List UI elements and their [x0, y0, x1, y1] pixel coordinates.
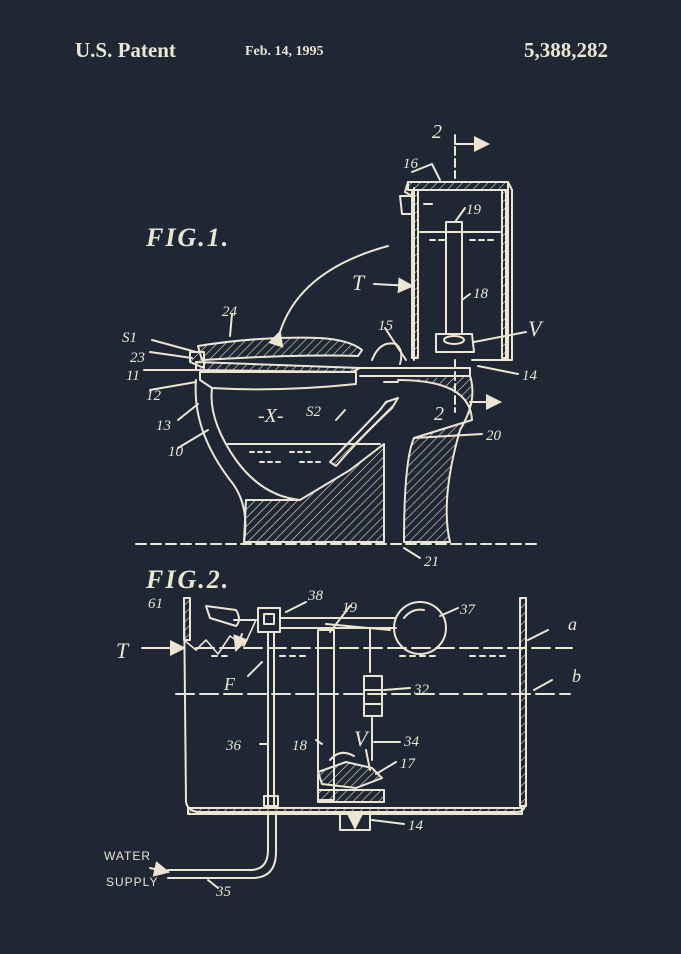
label-water: WATER [104, 849, 151, 863]
label-20: 20 [486, 428, 502, 444]
fig2-drawing [141, 597, 573, 889]
label-x: -X- [258, 405, 284, 427]
label-v-fig2: V [354, 726, 370, 751]
seat-lid [197, 336, 363, 361]
label-f: F [223, 674, 236, 694]
label-24: 24 [222, 304, 238, 320]
section-mark-bottom: 2 [434, 403, 444, 425]
pedestal [243, 443, 385, 543]
label-32: 32 [413, 682, 430, 698]
patent-number: 5,388,282 [524, 38, 608, 62]
label-s1: S1 [122, 330, 137, 346]
ballcock-valve [257, 607, 281, 633]
label-34: 34 [403, 734, 420, 750]
figure-1-title: FIG.1. [145, 223, 230, 252]
label-14-fig2: 14 [408, 818, 424, 834]
label-12: 12 [146, 388, 162, 404]
label-t-fig2: T [116, 638, 130, 663]
fig2-labels: FIG.2. 61 38 19 37 a T F 32 b 36 18 V 34… [104, 565, 581, 900]
label-38: 38 [307, 588, 324, 604]
float-ball [393, 601, 447, 655]
fig1-drawing [135, 134, 541, 559]
label-10: 10 [168, 444, 184, 460]
label-35: 35 [215, 884, 232, 900]
fig1-labels: FIG.1. 2 16 19 18 T V 24 S1 23 11 12 13 … [122, 121, 544, 570]
patent-date: Feb. 14, 1995 [245, 44, 324, 59]
label-16: 16 [403, 156, 419, 172]
patent-header-title: U.S. Patent [75, 38, 176, 62]
label-17: 17 [400, 756, 417, 772]
label-v-fig1: V [528, 316, 544, 341]
figure-2-title: FIG.2. [145, 565, 230, 594]
chain-device [363, 675, 383, 717]
label-11: 11 [126, 368, 140, 384]
label-37: 37 [459, 602, 477, 618]
label-14-fig1: 14 [522, 368, 538, 384]
label-21: 21 [424, 554, 439, 570]
label-18-fig2: 18 [292, 738, 308, 754]
label-36: 36 [225, 738, 242, 754]
label-s2: S2 [306, 404, 322, 420]
section-mark-top: 2 [432, 121, 442, 143]
label-19-fig1: 19 [466, 202, 482, 218]
label-23: 23 [130, 350, 145, 366]
label-19-fig2: 19 [342, 600, 358, 616]
label-18-fig1: 18 [473, 286, 489, 302]
label-supply: SUPPLY [106, 875, 158, 889]
label-15: 15 [378, 318, 394, 334]
label-61: 61 [148, 596, 163, 612]
label-t-fig1: T [352, 270, 366, 295]
label-b: b [572, 666, 581, 686]
label-a: a [568, 614, 577, 634]
label-13: 13 [156, 418, 171, 434]
